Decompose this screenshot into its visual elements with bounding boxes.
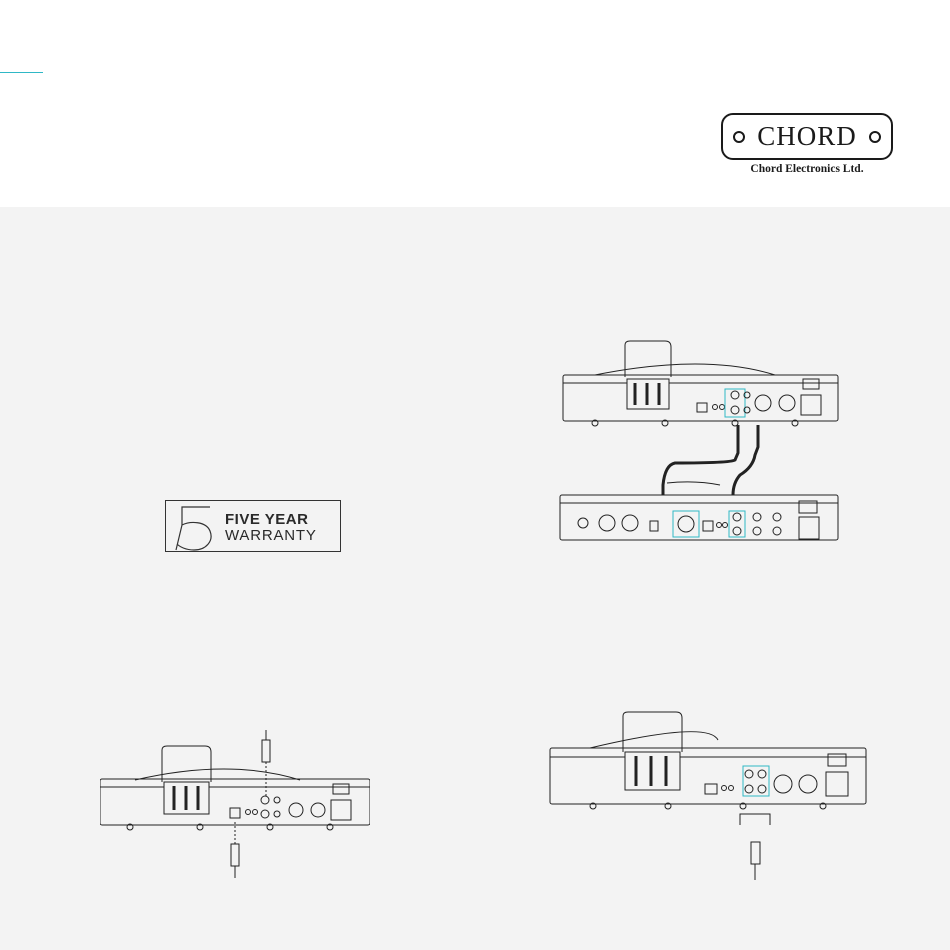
- logo-badge: CHORD: [721, 113, 893, 160]
- logo-wordmark: CHORD: [757, 121, 857, 152]
- top-unit-usb-port: [697, 403, 707, 412]
- unit-body: [550, 748, 866, 804]
- cable-bracket: [740, 814, 770, 825]
- bottom-unit-rca-block: [729, 511, 745, 537]
- cable-plug: [751, 842, 760, 864]
- unit-power-switch: [333, 784, 349, 794]
- top-unit-body: [563, 375, 838, 421]
- chord-logo: CHORD Chord Electronics Ltd.: [721, 113, 893, 179]
- logo-dot-left: [733, 131, 745, 143]
- bottom-unit-knob: [578, 518, 588, 528]
- top-unit-stand: [625, 341, 671, 377]
- top-unit-dome: [595, 364, 775, 375]
- dual-cable-connection-diagram: [100, 730, 370, 880]
- unit-iec-socket: [826, 772, 848, 796]
- unit-stand: [162, 746, 211, 782]
- unit-dome: [590, 732, 718, 748]
- top-cable-plug: [262, 740, 270, 762]
- unit-usb-port: [705, 784, 717, 794]
- company-name: Chord Electronics Ltd.: [721, 163, 893, 175]
- top-unit-xlr-left: [755, 395, 771, 411]
- warranty-line-1: FIVE YEAR: [225, 511, 308, 528]
- logo-dot-right: [869, 131, 881, 143]
- cable-left: [663, 425, 738, 495]
- page-header: CHORD Chord Electronics Ltd.: [0, 0, 950, 207]
- bottom-unit-coax-block: [673, 511, 699, 537]
- top-unit-rca-block: [725, 389, 745, 417]
- single-cable-connection-diagram: [548, 710, 868, 882]
- stacked-connection-diagram: [555, 335, 845, 550]
- top-unit-power-switch: [803, 379, 819, 389]
- unit-stand: [623, 712, 682, 752]
- unit-dome: [135, 769, 300, 780]
- top-unit-iec-socket: [801, 395, 821, 415]
- accent-rule: [0, 72, 43, 73]
- unit-usb-port: [230, 808, 240, 818]
- bottom-unit-iec-socket: [799, 517, 819, 539]
- five-numeral-icon: [172, 503, 218, 551]
- unit-power-switch: [828, 754, 846, 766]
- top-unit-xlr-right: [779, 395, 795, 411]
- unit-iec-socket: [331, 800, 351, 820]
- warranty-line-2: WARRANTY: [225, 527, 317, 544]
- warranty-badge: FIVE YEAR WARRANTY: [165, 500, 341, 552]
- bottom-cable-plug: [231, 844, 239, 866]
